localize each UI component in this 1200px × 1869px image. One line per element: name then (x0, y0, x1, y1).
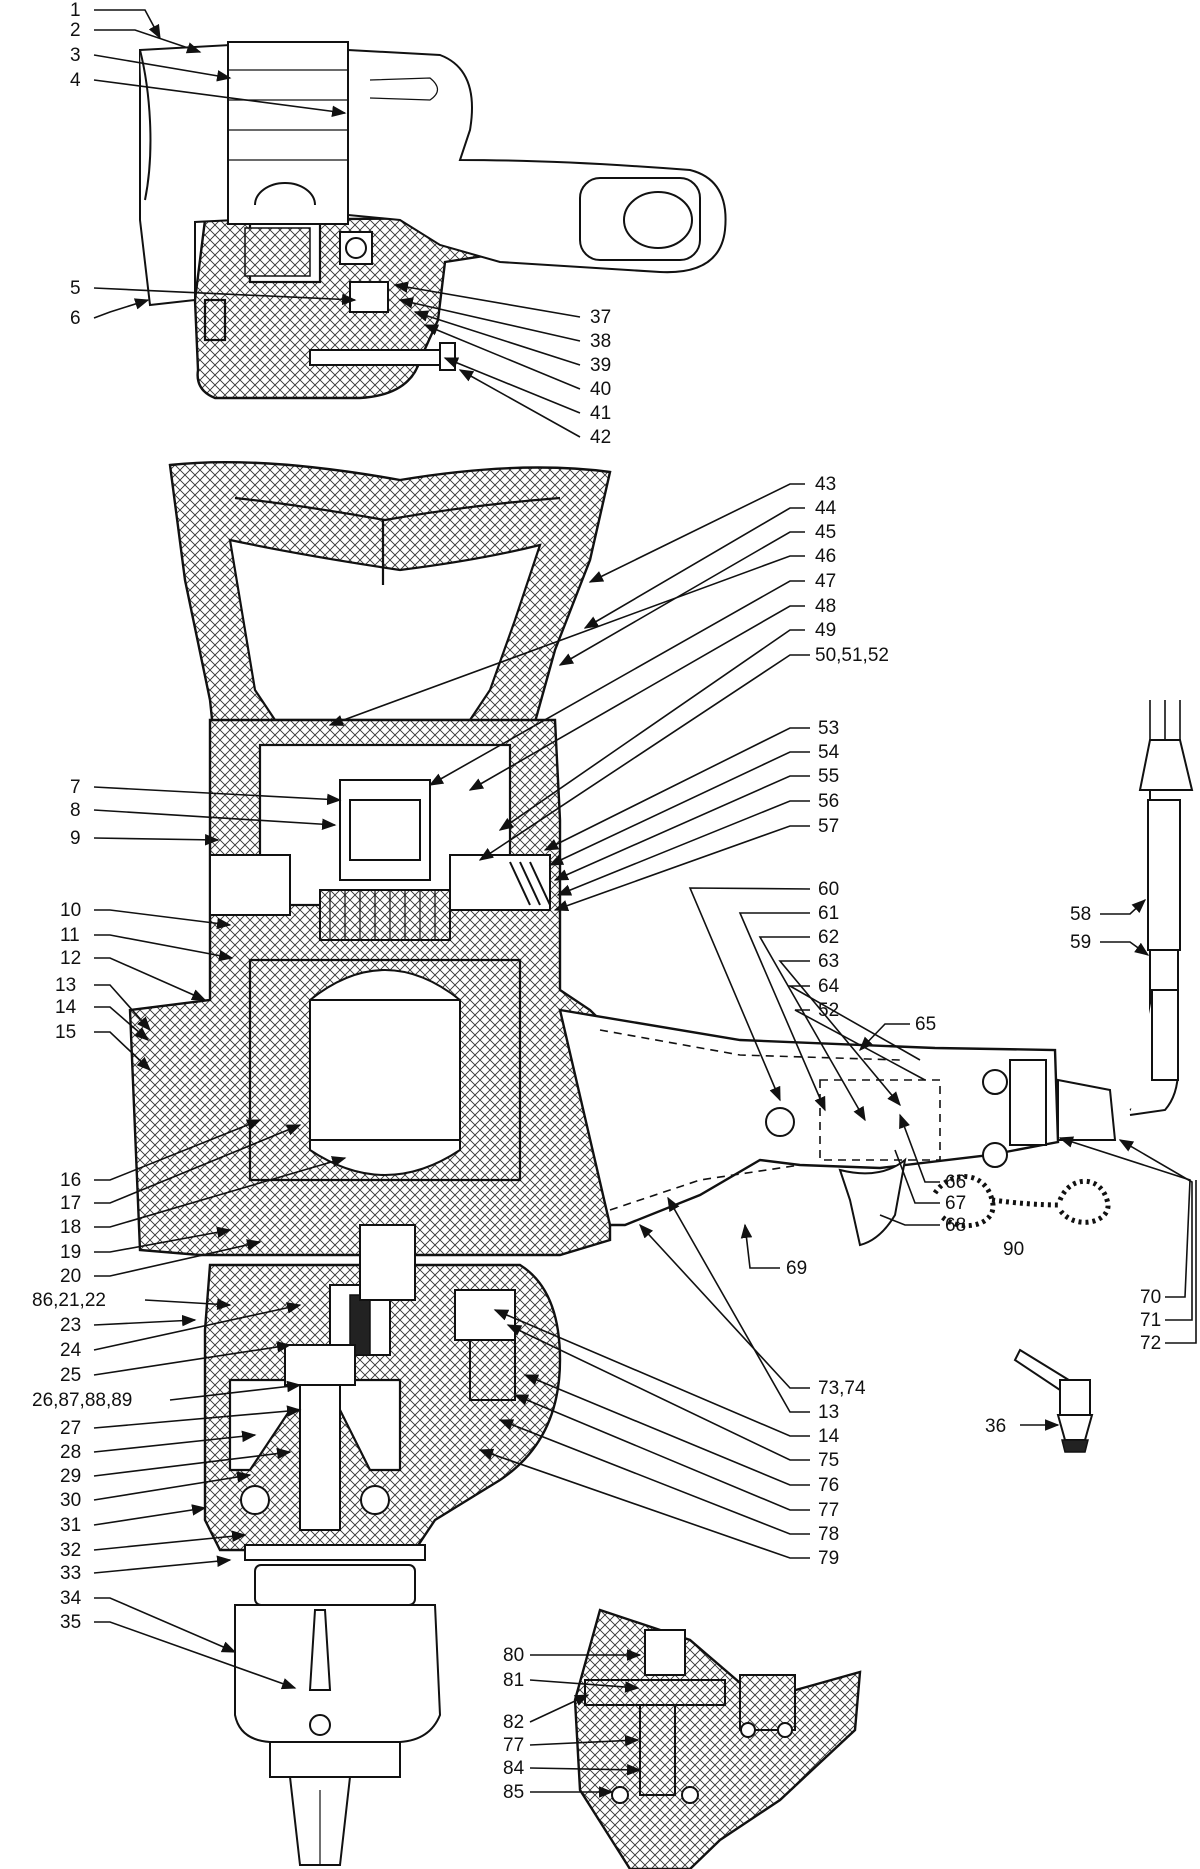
label-62: 62 (818, 927, 839, 948)
label-41: 41 (590, 403, 611, 424)
label-58: 58 (1070, 904, 1091, 925)
label-69: 69 (786, 1258, 807, 1279)
label-34: 34 (60, 1588, 82, 1609)
label-77-lower: 77 (503, 1735, 524, 1756)
label-11: 11 (60, 925, 80, 946)
part-number-labels: 1 2 3 4 5 6 37 38 39 40 41 42 43 44 45 4… (32, 0, 1161, 1803)
label-27: 27 (60, 1418, 81, 1439)
label-19: 19 (60, 1242, 81, 1263)
label-9: 9 (70, 828, 81, 849)
label-66: 66 (945, 1172, 966, 1193)
label-60: 60 (818, 879, 839, 900)
label-76: 76 (818, 1475, 839, 1496)
label-75: 75 (818, 1450, 839, 1471)
label-24: 24 (60, 1340, 82, 1361)
label-49: 49 (815, 620, 836, 641)
label-5: 5 (70, 278, 81, 299)
label-14-upper: 14 (55, 997, 77, 1018)
label-29: 29 (60, 1466, 81, 1487)
label-38: 38 (590, 331, 611, 352)
label-2: 2 (70, 20, 81, 41)
bottom-detail-view (573, 1608, 862, 1869)
label-65: 65 (915, 1014, 936, 1035)
label-13-lower: 13 (818, 1402, 839, 1423)
label-78: 78 (818, 1524, 839, 1545)
label-81: 81 (503, 1670, 524, 1691)
label-55: 55 (818, 766, 839, 787)
label-64: 64 (818, 976, 840, 997)
label-77-upper: 77 (818, 1500, 839, 1521)
label-82: 82 (503, 1712, 524, 1733)
label-43: 43 (815, 474, 836, 495)
label-68: 68 (945, 1215, 966, 1236)
label-26-87-88-89: 26,87,88,89 (32, 1390, 132, 1411)
label-52: 52 (818, 1000, 839, 1021)
label-39: 39 (590, 355, 611, 376)
label-18: 18 (60, 1217, 81, 1238)
top-detail-view (139, 41, 727, 400)
label-57: 57 (818, 816, 839, 837)
main-housing-view (128, 460, 1194, 1866)
label-14-lower: 14 (818, 1426, 840, 1447)
label-72: 72 (1140, 1333, 1161, 1354)
label-23: 23 (60, 1315, 81, 1336)
chain-accessory (932, 1174, 1111, 1229)
label-28: 28 (60, 1442, 81, 1463)
label-10: 10 (60, 900, 81, 921)
label-53: 53 (818, 718, 839, 739)
label-67: 67 (945, 1193, 966, 1214)
label-44: 44 (815, 498, 837, 519)
label-37: 37 (590, 307, 611, 328)
label-90: 90 (1003, 1239, 1024, 1260)
label-86-21-22: 86,21,22 (32, 1290, 106, 1311)
label-61: 61 (818, 903, 839, 924)
label-35: 35 (60, 1612, 81, 1633)
label-7: 7 (70, 777, 81, 798)
label-40: 40 (590, 379, 611, 400)
label-13-upper: 13 (55, 975, 76, 996)
label-32: 32 (60, 1540, 81, 1561)
label-56: 56 (818, 791, 839, 812)
label-6: 6 (70, 308, 81, 329)
label-36: 36 (985, 1416, 1006, 1437)
label-70: 70 (1140, 1287, 1161, 1308)
label-73-74: 73,74 (818, 1378, 866, 1399)
label-79: 79 (818, 1548, 839, 1569)
label-16: 16 (60, 1170, 81, 1191)
label-48: 48 (815, 596, 836, 617)
label-31: 31 (60, 1515, 81, 1536)
label-45: 45 (815, 522, 836, 543)
label-30: 30 (60, 1490, 81, 1511)
leader-lines (93, 9, 1197, 1798)
label-25: 25 (60, 1365, 81, 1386)
label-80: 80 (503, 1645, 524, 1666)
label-33: 33 (60, 1563, 81, 1584)
label-4: 4 (70, 70, 81, 91)
label-1: 1 (70, 0, 81, 21)
label-59: 59 (1070, 932, 1091, 953)
label-8: 8 (70, 800, 81, 821)
chuck-key-accessory (1013, 1348, 1094, 1453)
label-85: 85 (503, 1782, 524, 1803)
label-42: 42 (590, 427, 611, 448)
label-54: 54 (818, 742, 840, 763)
label-63: 63 (818, 951, 839, 972)
label-47: 47 (815, 571, 836, 592)
label-71: 71 (1140, 1310, 1161, 1331)
label-3: 3 (70, 45, 81, 66)
label-20: 20 (60, 1266, 81, 1287)
label-17: 17 (60, 1193, 81, 1214)
label-50-51-52: 50,51,52 (815, 645, 889, 666)
label-12: 12 (60, 948, 81, 969)
label-84: 84 (503, 1758, 525, 1779)
label-15: 15 (55, 1022, 76, 1043)
label-46: 46 (815, 546, 836, 567)
